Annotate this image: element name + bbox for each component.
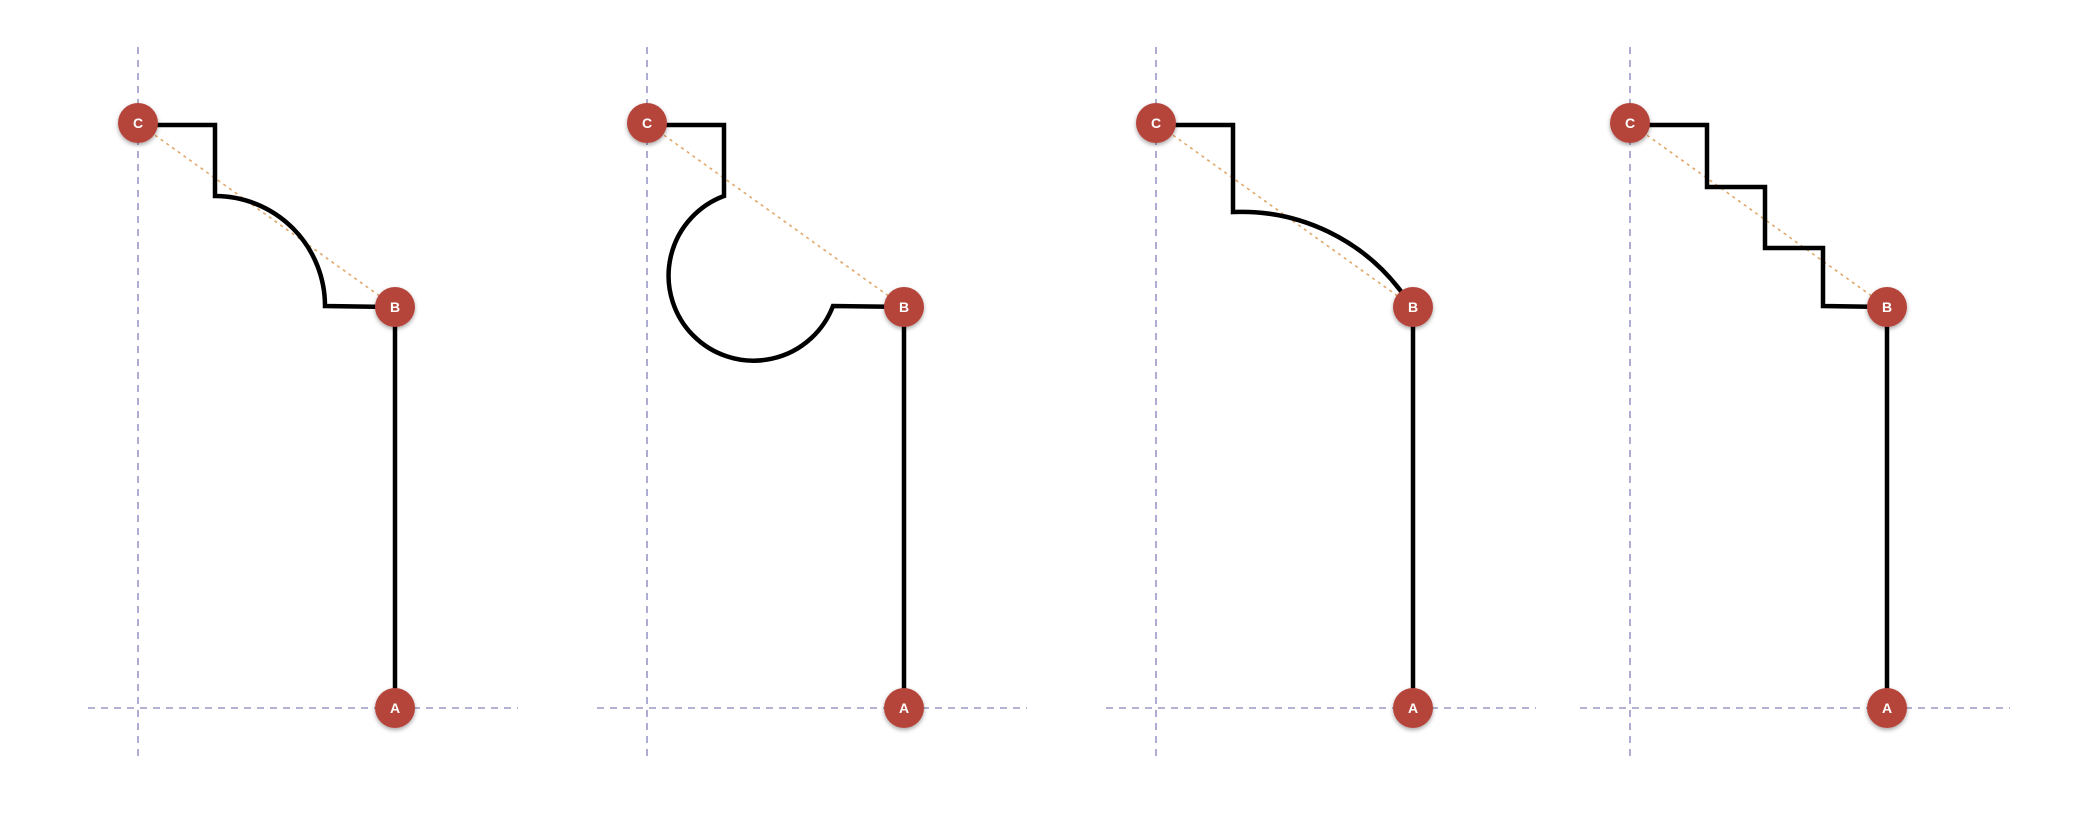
node-b: B (375, 287, 415, 327)
chord-c-to-b (646, 122, 905, 308)
node-b: B (1867, 287, 1907, 327)
node-c-label: C (1151, 115, 1161, 131)
node-b-label: B (899, 299, 909, 315)
node-c: C (627, 103, 667, 143)
node-a: A (1393, 688, 1433, 728)
node-a-label: A (1882, 700, 1892, 716)
node-c-label: C (133, 115, 143, 131)
panel-1: C B A (88, 47, 518, 757)
chord-c-to-b (1629, 122, 1888, 308)
node-a: A (1867, 688, 1907, 728)
node-a: A (375, 688, 415, 728)
panel-4: C B A (1580, 47, 2010, 757)
node-c-label: C (1625, 115, 1635, 131)
node-c: C (118, 103, 158, 143)
node-b-label: B (390, 299, 400, 315)
node-a: A (884, 688, 924, 728)
node-b-label: B (1882, 299, 1892, 315)
profile-quarter-arc (138, 122, 396, 310)
profile-staircase (1630, 122, 1888, 310)
node-a-label: A (899, 700, 909, 716)
panel-2: C B A (597, 47, 1027, 757)
node-a-label: A (390, 700, 400, 716)
node-b-label: B (1408, 299, 1418, 315)
node-b: B (1393, 287, 1433, 327)
node-a-label: A (1408, 700, 1418, 716)
panel-3: C B A (1106, 47, 1536, 757)
profile-shallow-arc (1156, 122, 1405, 296)
node-c: C (1610, 103, 1650, 143)
chord-c-to-b (137, 122, 396, 308)
node-c: C (1136, 103, 1176, 143)
profile-round-bulge (647, 122, 905, 363)
node-c-label: C (642, 115, 652, 131)
node-b: B (884, 287, 924, 327)
